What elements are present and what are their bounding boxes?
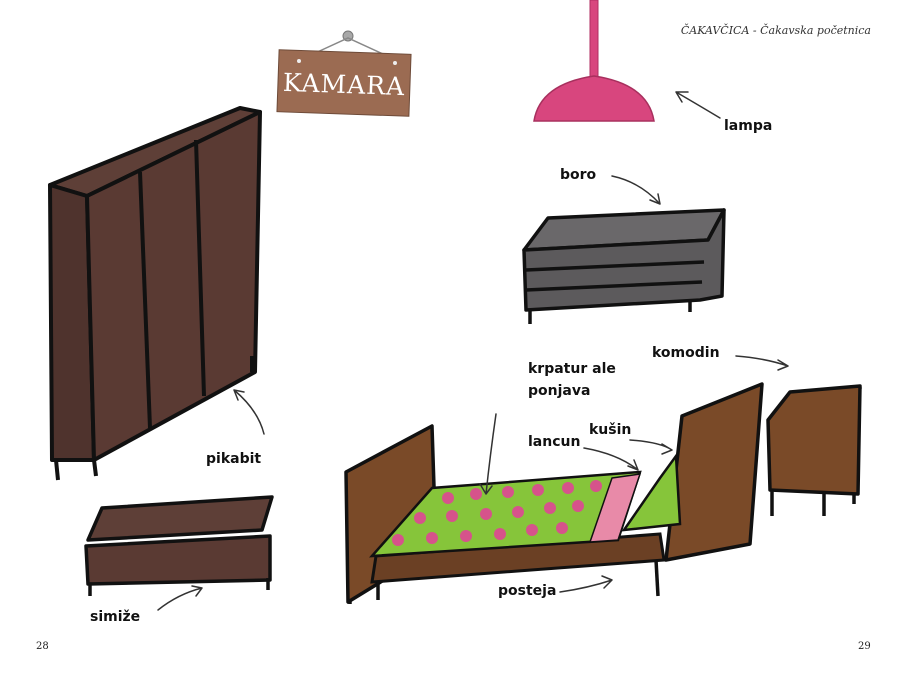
sign-hole — [297, 59, 301, 63]
kamara-sign: KAMARA — [276, 30, 412, 117]
label-komodin: komodin — [652, 345, 720, 361]
lamp-cord — [589, 0, 599, 81]
page-number-right: 29 — [858, 641, 871, 652]
chest-lid — [86, 495, 274, 542]
sign-board — [276, 49, 412, 117]
bed-pillow — [621, 452, 682, 532]
nightstand-body — [766, 384, 862, 496]
chest-body — [84, 534, 272, 586]
label-krpatur: krpatur ale — [528, 361, 616, 377]
bed-drawing — [344, 382, 764, 604]
bed-headboard — [664, 382, 764, 562]
wardrobe-door-line — [194, 139, 206, 397]
arrow-lancun — [583, 447, 639, 471]
nightstand-drawing — [766, 384, 862, 516]
arrow-simize — [157, 585, 203, 611]
arrow-boro — [611, 175, 661, 205]
wardrobe-door-line — [138, 171, 152, 429]
arrow-krpatur — [479, 413, 497, 495]
arrow-posteja — [559, 575, 613, 593]
pointer-arrows — [157, 91, 789, 611]
wardrobe-leg — [54, 459, 60, 481]
chest-drawing — [84, 495, 274, 596]
arrow-lampa — [675, 91, 721, 119]
label-boro: boro — [560, 167, 597, 183]
label-simize: simiže — [90, 609, 141, 625]
bed-legs — [348, 559, 660, 604]
arrow-kusin — [629, 439, 673, 455]
label-lampa: lampa — [724, 118, 773, 134]
sign-hole — [393, 61, 397, 65]
arrow-komodin — [735, 355, 789, 371]
label-ponjava: ponjava — [528, 383, 591, 399]
label-posteja: posteja — [498, 583, 557, 599]
bed-blanket — [369, 470, 642, 558]
sign-text: KAMARA — [282, 68, 405, 101]
label-kusin: kušin — [589, 422, 632, 438]
lamp-drawing — [533, 0, 655, 122]
running-header: ČAKAVČICA - Čakavska početnica — [680, 24, 871, 37]
label-lancun: lancun — [528, 434, 581, 450]
lamp-shade — [533, 75, 655, 122]
blanket-pattern — [392, 480, 602, 546]
wardrobe-front — [85, 110, 262, 462]
dresser-drawer-line — [525, 260, 705, 272]
label-pikabit: pikabit — [206, 451, 262, 467]
arrow-pikabit — [233, 389, 265, 435]
dresser-drawer-line — [525, 280, 703, 292]
wardrobe-leg — [92, 459, 98, 477]
bed-sheet — [588, 473, 642, 543]
wardrobe-drawing — [48, 106, 262, 481]
page-number-left: 28 — [36, 641, 49, 652]
dresser-drawing — [522, 208, 726, 324]
